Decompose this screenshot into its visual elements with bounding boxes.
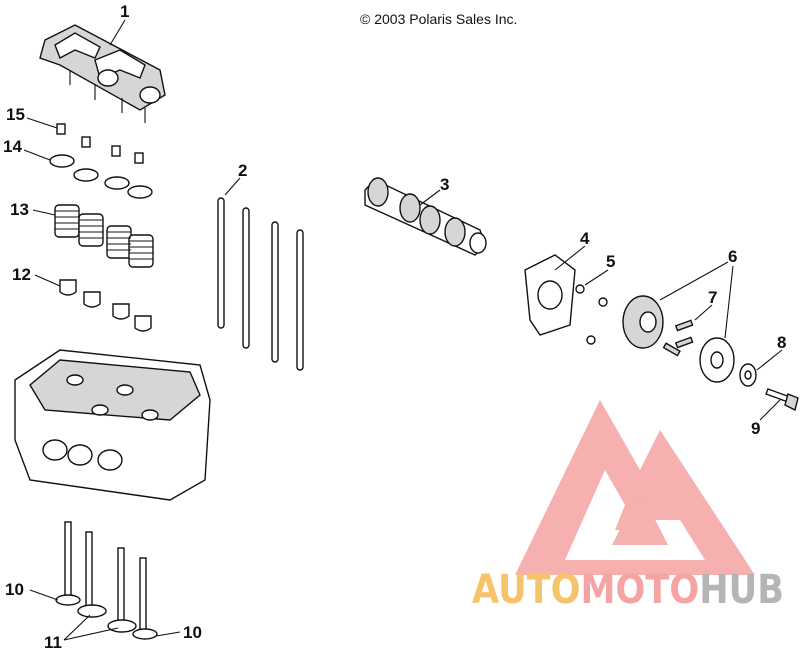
gear-bolt: [765, 388, 799, 412]
callout-8: 8: [777, 333, 786, 352]
watermark-logo-icon: [515, 400, 755, 575]
callout-12: 12: [12, 265, 31, 284]
callout-5: 5: [606, 252, 615, 271]
cam-plate: [524, 254, 576, 336]
callout-9: 9: [751, 419, 760, 438]
callout-10-left: 10: [5, 580, 24, 599]
callout-13: 13: [10, 200, 29, 219]
watermark-auto: AUTO: [472, 567, 581, 613]
rocker-arm-assembly: [39, 24, 166, 123]
callout-11: 11: [44, 633, 62, 652]
callout-4: 4: [580, 229, 590, 248]
callout-6: 6: [728, 247, 737, 266]
svg-text:AUTOMOTOHUB: AUTOMOTOHUB: [472, 567, 784, 613]
callout-15: 15: [6, 105, 25, 124]
plate-screws: [575, 284, 608, 345]
valves: [55, 521, 158, 640]
washer: [739, 363, 757, 387]
callout-3: 3: [440, 175, 449, 194]
callout-leaders: [23, 19, 783, 641]
callout-1: 1: [120, 2, 129, 21]
valve-stem-seals: [59, 279, 152, 332]
cylinder-head: [14, 349, 211, 501]
valve-keepers: [56, 123, 144, 164]
callout-7: 7: [708, 288, 717, 307]
camshaft: [364, 177, 487, 256]
callout-numbers: 1 2 3 4 5 6 7 8 9 10 10 11 12 13 14 15: [3, 2, 786, 652]
valve-springs: [54, 204, 154, 268]
cam-gears: [622, 295, 735, 383]
dowel-pins: [662, 319, 694, 357]
watermark-text: AUTOMOTOHUB: [472, 567, 784, 613]
watermark-moto: MOTO: [581, 567, 700, 613]
watermark-hub: HUB: [699, 567, 784, 613]
valve-spring-retainers: [49, 154, 153, 199]
copyright-notice: © 2003 Polaris Sales Inc.: [360, 11, 518, 27]
callout-2: 2: [238, 161, 247, 180]
callout-10-right: 10: [183, 623, 202, 642]
push-rods: [217, 197, 304, 371]
callout-14: 14: [3, 137, 22, 156]
